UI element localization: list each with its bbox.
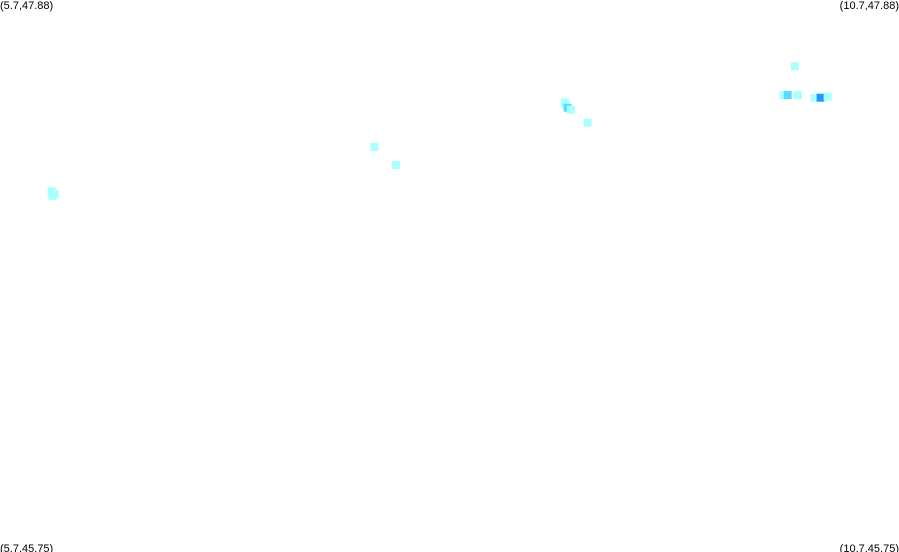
density-cell — [823, 92, 832, 101]
corner-label-bottom-right: (10.7,45.75) — [839, 543, 899, 552]
density-cell — [794, 91, 802, 100]
density-cell — [583, 118, 592, 127]
corner-label-top-right: (10.7,47.88) — [839, 0, 899, 12]
corner-label-bottom-left: (5.7,45.75) — [0, 543, 54, 552]
density-cell — [566, 105, 575, 114]
corner-label-top-left: (5.7,47.88) — [0, 0, 54, 12]
density-cell — [810, 93, 819, 102]
density-cell — [779, 91, 788, 100]
density-cell — [790, 62, 799, 71]
density-cell — [816, 93, 825, 102]
density-cell — [392, 161, 401, 170]
density-cell — [370, 142, 379, 151]
density-cell — [783, 91, 792, 100]
density-cell — [48, 191, 57, 200]
